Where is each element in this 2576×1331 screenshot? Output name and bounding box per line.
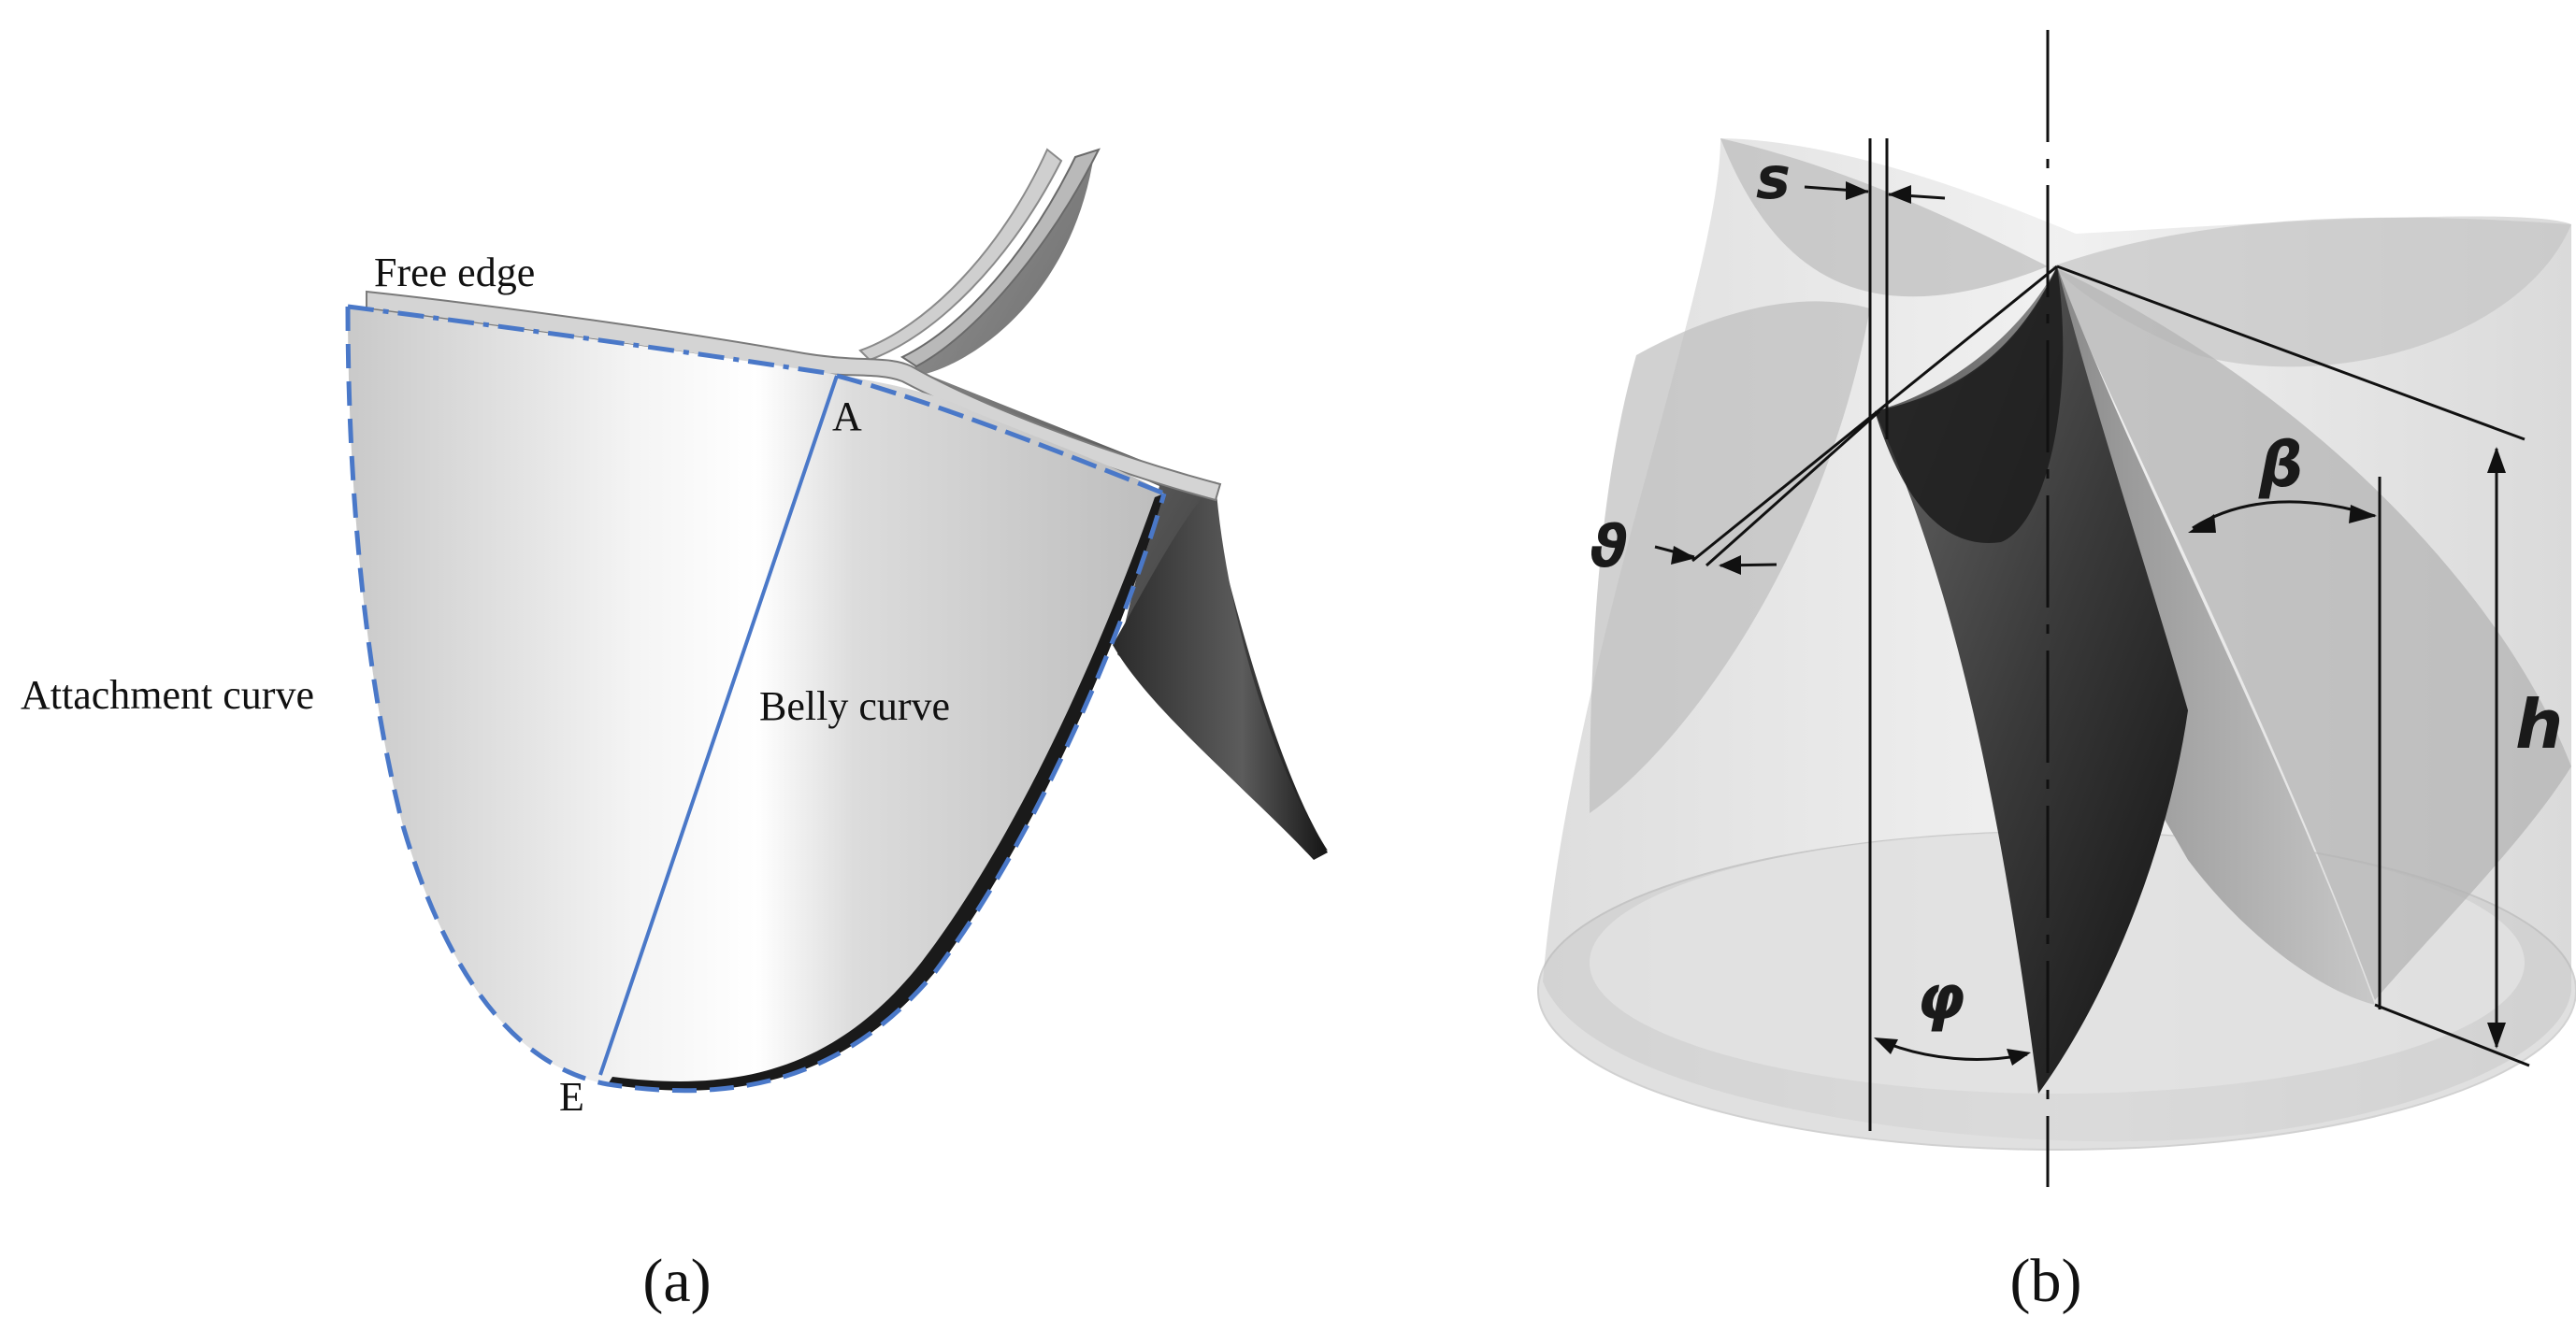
- theta-line-2: [1705, 409, 1880, 567]
- point-e-label: E: [559, 1074, 584, 1120]
- s-symbol: s: [1756, 144, 1791, 212]
- attachment-curve-line: [345, 306, 1167, 1094]
- back-leaflet-right-face: [1113, 481, 1328, 860]
- back-leaflet-top-rim-2: [900, 148, 1101, 368]
- belly-curve-label: Belly curve: [759, 683, 950, 729]
- phi-arrow-left: [1874, 1038, 1898, 1054]
- beta-arrow-left: [2188, 514, 2216, 533]
- free-edge-label: Free edge: [374, 250, 535, 295]
- phi-arrow-right: [2007, 1049, 2031, 1066]
- theta-arrow-right-head: [1719, 555, 1741, 575]
- belly-curve-line: [598, 375, 839, 1076]
- s-arrow-left-head: [1846, 181, 1869, 200]
- free-edge-line: [347, 304, 833, 377]
- free-edge-line-right: [836, 373, 1165, 496]
- beta-symbol: β: [2258, 429, 2303, 501]
- panel-a-caption: (a): [642, 1247, 711, 1315]
- s-arrow-right-head: [1888, 185, 1911, 204]
- right-translucent-leaflet: [2052, 266, 2571, 1000]
- panel-a: Free edge A Attachment curve Belly curve…: [21, 148, 1328, 1315]
- phi-symbol: φ: [1917, 962, 1965, 1034]
- h-arrow-bottom: [2487, 1023, 2506, 1049]
- theta-symbol: ϑ: [1590, 512, 1628, 580]
- h-arrow-top: [2487, 447, 2506, 473]
- top-cusp-left: [1720, 138, 2048, 297]
- point-a-label: A: [832, 394, 862, 439]
- dark-leaflet-belly: [1875, 266, 2064, 543]
- beta-arrow-right: [2349, 505, 2377, 523]
- panel-b: s β ϑ h φ (b): [1537, 30, 2576, 1315]
- top-cusp-right: [2052, 217, 2571, 367]
- h-top-line: [2056, 265, 2526, 441]
- panel-b-caption: (b): [2010, 1247, 2082, 1315]
- leaflet-surface: [348, 307, 1164, 1091]
- left-translucent-leaflet: [1590, 301, 1870, 813]
- h-bottom-line: [2374, 1003, 2530, 1067]
- h-symbol: h: [2515, 685, 2563, 764]
- attachment-curve-label: Attachment curve: [21, 672, 314, 718]
- theta-arrow-left-head: [1671, 546, 1696, 565]
